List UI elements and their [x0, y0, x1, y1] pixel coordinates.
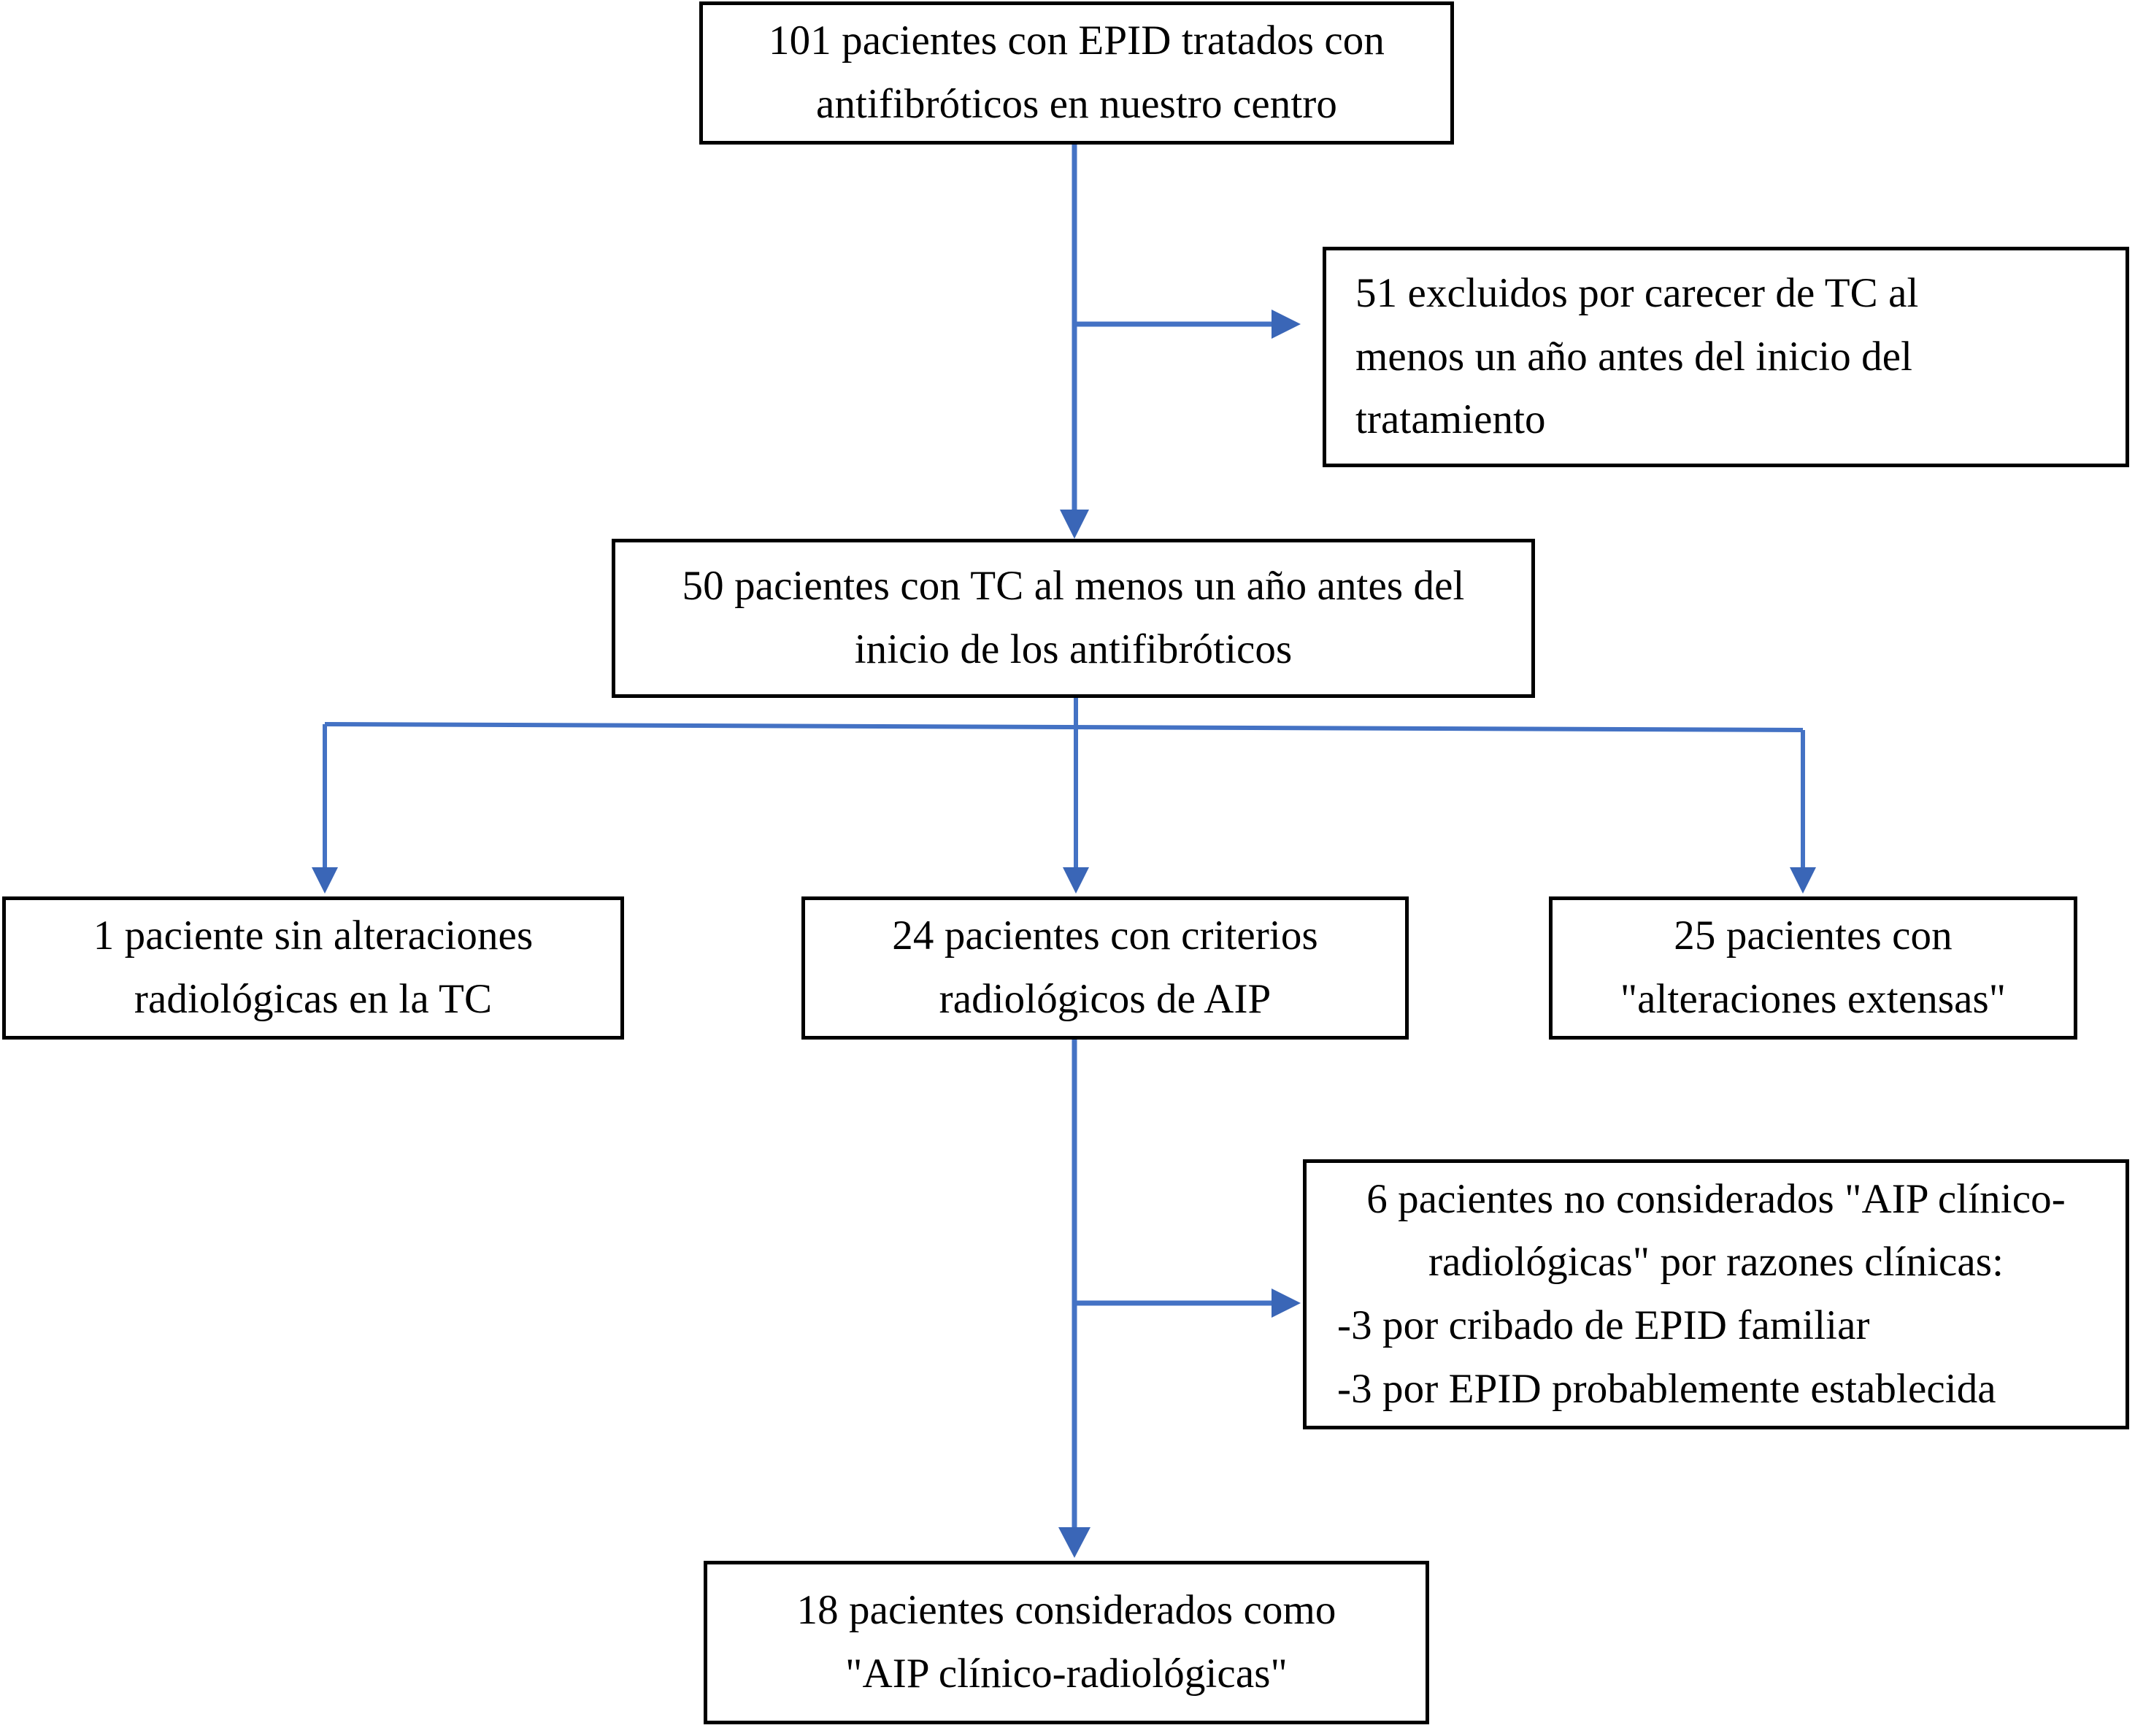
- no-radiological-abnormalities-box: 1 paciente sin alteraciones radiológicas…: [2, 896, 624, 1040]
- connector-total-to-withct: [1060, 145, 1089, 539]
- not-considered-aip-box: 6 pacientes no considerados "AIP clínico…: [1303, 1159, 2129, 1429]
- patients-with-ct-line-2: inicio de los antifibróticos: [854, 626, 1293, 672]
- patients-with-ct-line-1: 50 pacientes con TC al menos un año ante…: [682, 563, 1465, 610]
- connector-withct-to-aipcriteria: [1063, 727, 1089, 894]
- not-considered-aip-line-1: 6 pacientes no considerados "AIP clínico…: [1366, 1175, 2066, 1222]
- excluded-patients-line-1: 51 excluidos por carecer de TC al: [1355, 270, 1919, 317]
- aip-radiological-criteria-line-1: 24 pacientes con criterios: [892, 913, 1318, 959]
- final-aip-line-1: 18 pacientes considerados como: [796, 1587, 1336, 1634]
- connector-aipcriteria-to-notconsid: [1074, 1288, 1301, 1318]
- final-aip-line-2: "AIP clínico-radiológicas": [845, 1651, 1288, 1697]
- not-considered-aip-reason-2: -3 por EPID probablemente establecida: [1337, 1365, 1996, 1412]
- total-patients-line-2: antifibróticos en nuestro centro: [816, 81, 1337, 127]
- patients-with-ct-box: 50 pacientes con TC al menos un año ante…: [612, 539, 1535, 698]
- excluded-patients-box: 51 excluidos por carecer de TC al menos …: [1323, 247, 2129, 467]
- no-radiological-abnormalities-line-2: radiológicas en la TC: [134, 976, 493, 1022]
- total-patients-box: 101 pacientes con EPID tratados con anti…: [699, 1, 1454, 145]
- final-aip-clinical-radiological-box: 18 pacientes considerados como "AIP clín…: [704, 1561, 1429, 1724]
- aip-radiological-criteria-line-2: radiológicos de AIP: [939, 976, 1272, 1022]
- total-patients-line-1: 101 pacientes con EPID tratados con: [769, 18, 1385, 64]
- connector-total-to-excluded: [1074, 310, 1301, 339]
- connector-aipcriteria-to-final: [1058, 1040, 1090, 1558]
- not-considered-aip-line-2: radiológicas" por razones clínicas:: [1428, 1239, 2004, 1286]
- aip-radiological-criteria-box: 24 pacientes con criterios radiológicos …: [801, 896, 1409, 1040]
- excluded-patients-line-2: menos un año antes del inicio del: [1355, 333, 1913, 380]
- connector-withct-to-extensive: [1790, 730, 1816, 894]
- excluded-patients-line-3: tratamiento: [1355, 396, 1546, 443]
- not-considered-aip-reason-1: -3 por cribado de EPID familiar: [1337, 1302, 1870, 1348]
- extensive-abnormalities-line-2: "alteraciones extensas": [1620, 976, 2007, 1022]
- extensive-abnormalities-box: 25 pacientes con "alteraciones extensas": [1549, 896, 2077, 1040]
- extensive-abnormalities-line-1: 25 pacientes con: [1674, 913, 1953, 959]
- no-radiological-abnormalities-line-1: 1 paciente sin alteraciones: [93, 913, 534, 959]
- connector-withct-bus: [324, 698, 1804, 732]
- connector-withct-to-noabnorm: [312, 724, 338, 894]
